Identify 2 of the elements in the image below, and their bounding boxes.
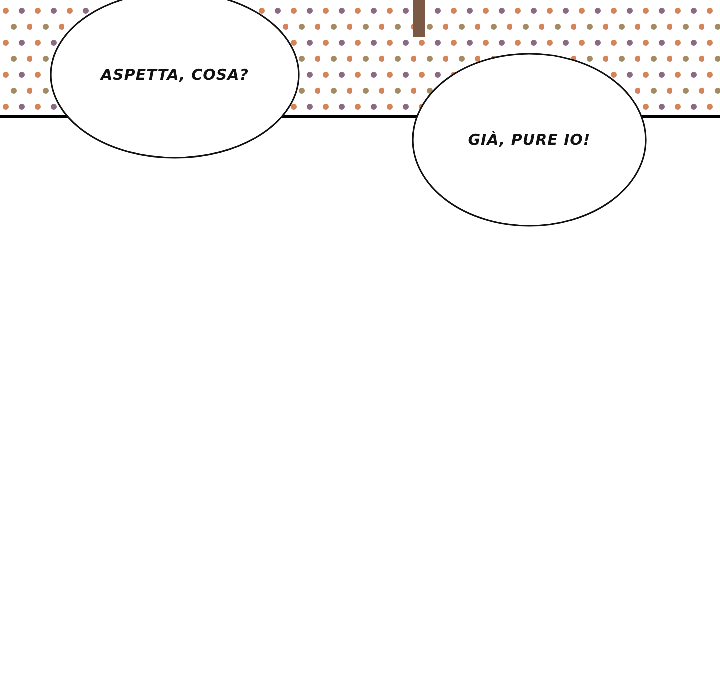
speech-text: ASPETTA, COSA? (101, 66, 249, 84)
speech-text: GIÀ, PURE IO! (468, 131, 591, 149)
